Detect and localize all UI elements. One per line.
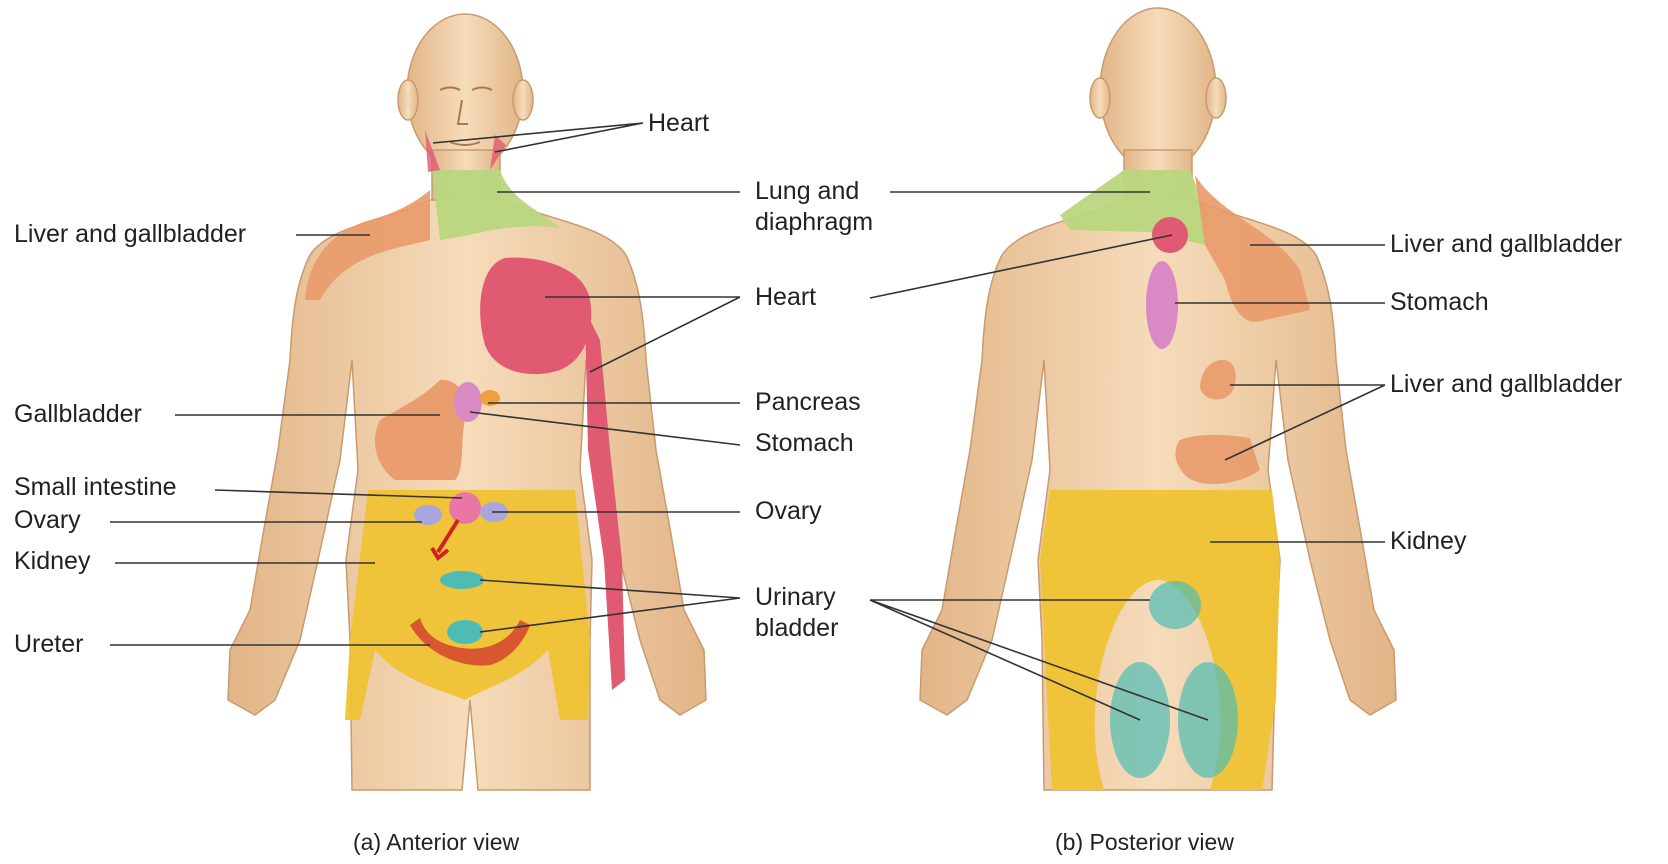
heart-chest-region	[480, 258, 591, 375]
label-ureter: Ureter	[14, 629, 83, 660]
urinary-bladder-region-lower	[447, 620, 483, 644]
label-kidney-posterior: Kidney	[1390, 526, 1466, 557]
posterior-urinary-bladder-region-top	[1149, 581, 1201, 629]
label-kidney-anterior: Kidney	[14, 546, 90, 577]
label-liver-gallbladder-posterior-top: Liver and gallbladder	[1390, 229, 1622, 260]
small-intestine-region	[449, 492, 481, 524]
label-lung-diaphragm: Lung and diaphragm	[755, 176, 915, 238]
label-ovary-left: Ovary	[14, 505, 81, 536]
urinary-bladder-region-upper	[440, 571, 484, 589]
label-heart-chest: Heart	[755, 282, 816, 313]
posterior-body	[920, 8, 1396, 790]
label-stomach-posterior: Stomach	[1390, 287, 1489, 318]
posterior-liver-gallbladder-region-low	[1175, 435, 1260, 484]
label-gallbladder: Gallbladder	[14, 399, 142, 430]
caption-anterior: (a) Anterior view	[353, 829, 519, 856]
label-ovary-right: Ovary	[755, 496, 822, 527]
label-liver-gallbladder-anterior: Liver and gallbladder	[14, 219, 246, 250]
label-liver-gallbladder-posterior-lower: Liver and gallbladder	[1390, 369, 1622, 400]
stomach-region	[454, 382, 482, 422]
label-urinary-bladder: Urinary bladder	[755, 582, 875, 644]
label-heart-face: Heart	[648, 108, 709, 139]
posterior-stomach-region	[1146, 261, 1178, 349]
caption-posterior: (b) Posterior view	[1055, 829, 1234, 856]
label-small-intestine: Small intestine	[14, 472, 177, 503]
label-stomach-anterior: Stomach	[755, 428, 854, 459]
label-pancreas: Pancreas	[755, 387, 861, 418]
